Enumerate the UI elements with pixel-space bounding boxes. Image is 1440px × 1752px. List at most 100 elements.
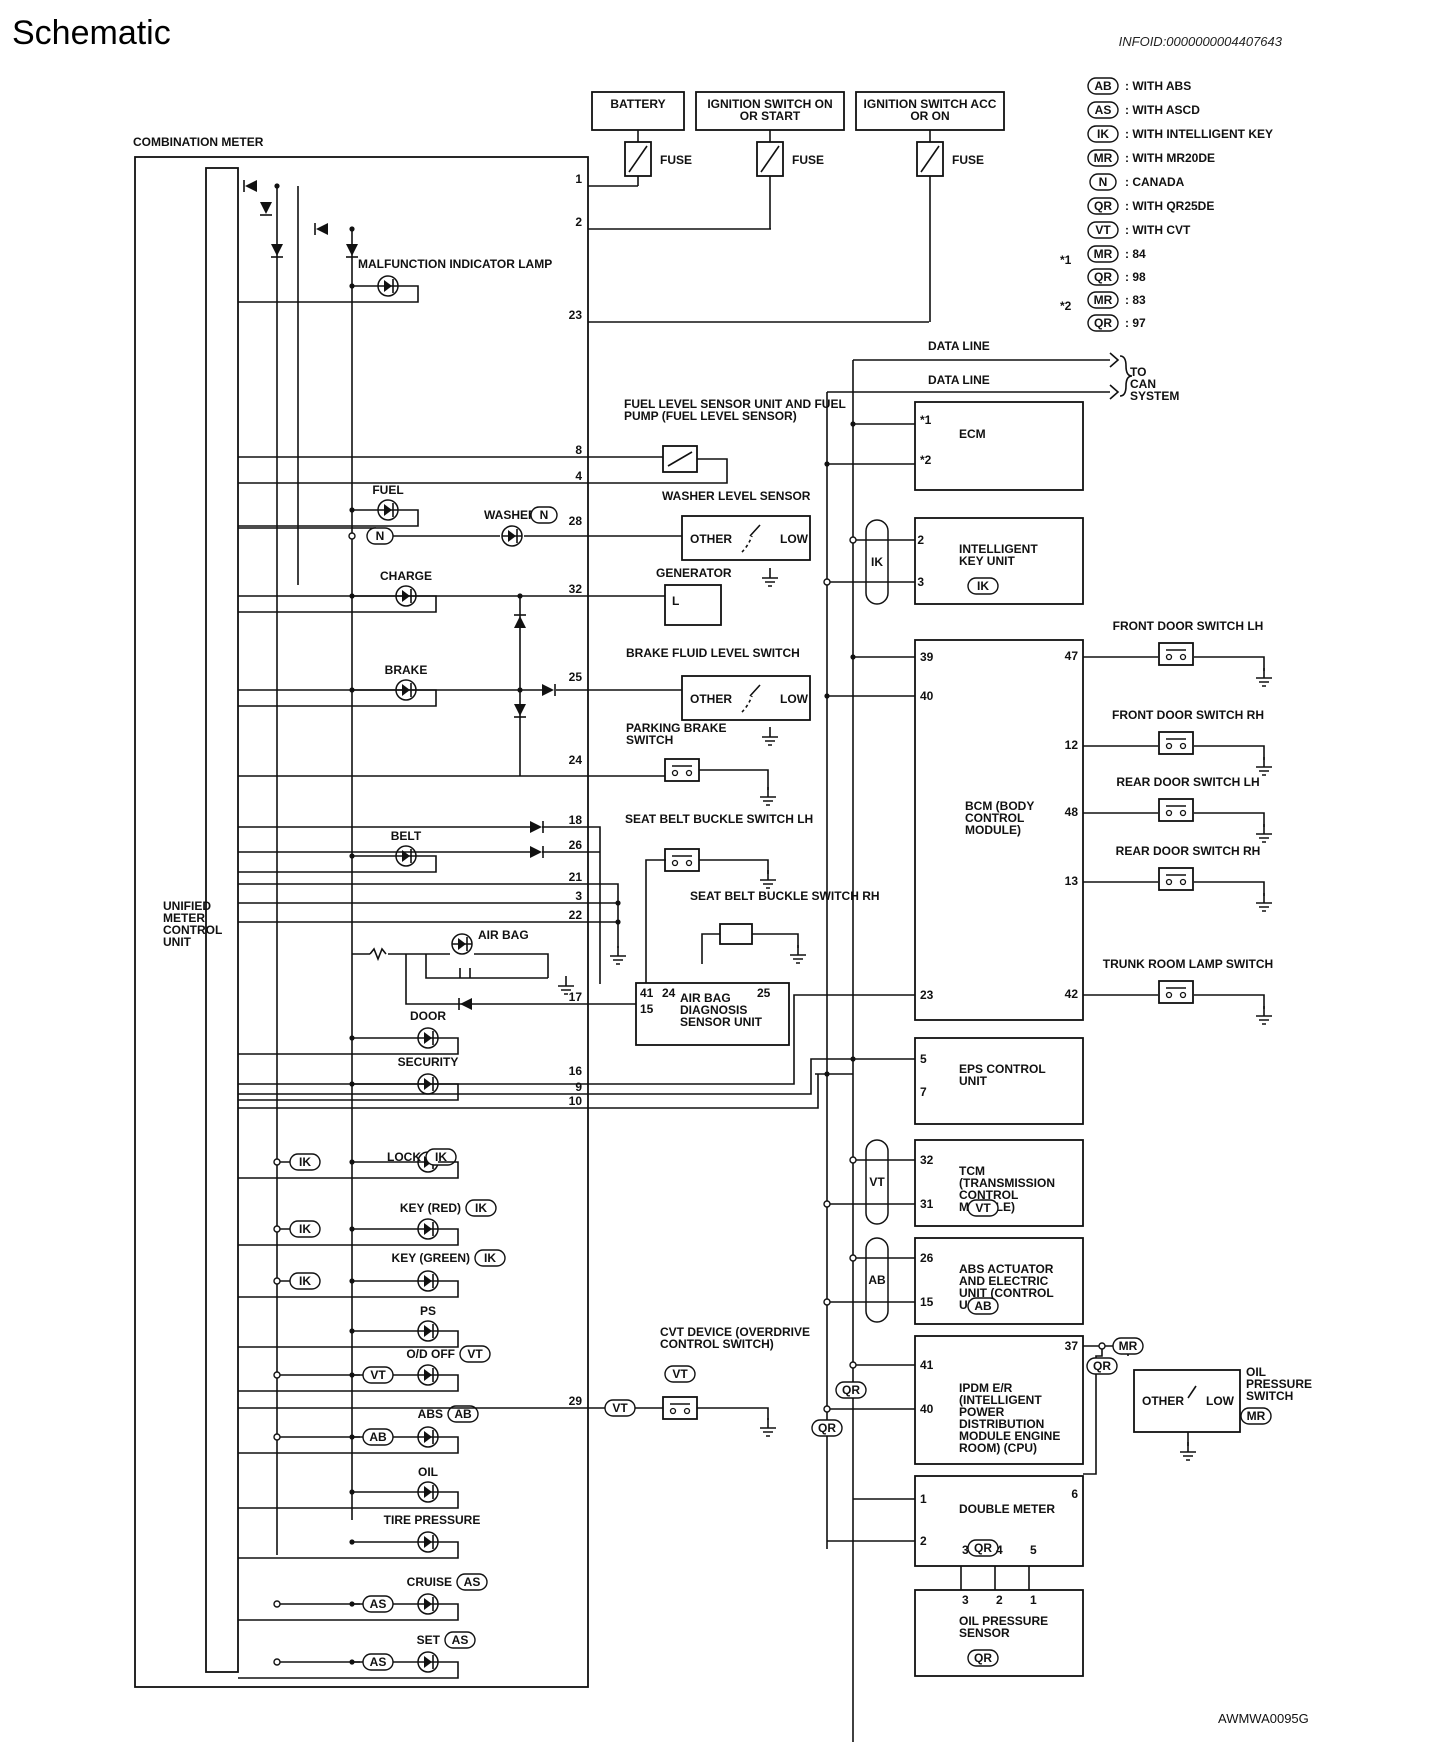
abs-wire [827,1257,915,1303]
airbag-pin: 24 [662,986,676,1000]
washer-lamp-code [530,506,558,524]
meter-pin-22: 22 [569,908,583,922]
option-code-text: IK [475,1201,487,1215]
seat-belt-rh-wire [701,933,799,964]
double-meter-pin: 5 [1030,1543,1037,1557]
abs-actuator-label: UNIT (CONTROL [959,1286,1054,1300]
oil-pressure-switch [1133,1369,1241,1433]
fuel-level-sensor-label: FUEL LEVEL SENSOR UNIT AND FUEL [624,397,846,411]
airbag-pin: 25 [757,986,771,1000]
legend-code-VT [1087,221,1119,239]
open-junction [849,1254,857,1262]
junction-dot [615,919,621,925]
parking-brake-switch-contact [685,769,693,777]
oil-switch-label: PRESSURE [1246,1377,1312,1391]
cruise-lamp-label: CRUISE [407,1575,452,1589]
malfunction-lamp-label: MALFUNCTION INDICATOR LAMP [358,257,552,271]
rear-door-rh-switch-contact [1165,878,1173,886]
front-door-lh-switch [1158,642,1194,666]
option-code-text: N [1099,175,1108,189]
oil-switch-lever [1187,1385,1197,1399]
ik-wire [827,539,915,583]
legend-text: : WITH CVT [1125,223,1191,237]
footnote-mark: *2 [1060,299,1072,313]
meter-pin-25: 25 [569,670,583,684]
open-junction [849,536,857,544]
meter-pin-23: 23 [569,308,583,322]
option-code-text: AS [464,1575,481,1589]
meter-pin-32: 32 [569,582,583,596]
door-switch-wire [1083,994,1265,1009]
double-meter-pin: 3 [962,1543,969,1557]
junction-dot [824,693,830,699]
junction-dot [349,1328,355,1334]
can-data-lines [827,359,1110,393]
rear-door-rh-label: REAR DOOR SWITCH RH [1116,844,1261,858]
door-lamp-label: DOOR [410,1009,446,1023]
qr-code [835,1381,867,1399]
option-code-text: AB [974,1299,992,1313]
brake-lamp-label: BRAKE [385,663,428,677]
oil-sensor-pin: 3 [962,1593,969,1607]
option-code-text: QR [1094,199,1112,213]
oil-switch-label: OIL [1246,1365,1266,1379]
eps-label: UNIT [959,1074,988,1088]
meter-pin-29: 29 [569,1394,583,1408]
open-junction [273,1600,281,1608]
legend-text: : WITH MR20DE [1125,151,1215,165]
can-system-label: TO [1130,365,1146,379]
fuse-label: FUSE [792,153,824,167]
junction-dot [349,507,355,513]
tcm-label: CONTROL [959,1188,1018,1202]
option-code-text: IK [299,1155,311,1169]
rear-door-lh-switch-contact [1165,809,1173,817]
airbag-unit-label: SENSOR UNIT [680,1015,763,1029]
bcm-pin: 13 [1065,874,1079,888]
data-line-label: DATA LINE [928,339,990,353]
option-code-text: QR [842,1383,860,1397]
legend-text: : WITH QR25DE [1125,199,1214,213]
ecm-pin: *1 [920,413,932,427]
legend-text: : WITH INTELLIGENT KEY [1125,127,1273,141]
airbag-wire [352,953,636,1005]
seat-belt-buckle-switch-lh-contact [671,859,679,867]
option-code-text: QR [1094,316,1112,330]
bcm-pin: 47 [1065,649,1079,663]
fuel-sensor-resistor [667,451,693,467]
legend-code-IK [1087,125,1119,143]
washer-lamp-label: WASHER [484,508,537,522]
rear-door-lh-switch-contact [1179,809,1187,817]
brake-fluid-level-switch-lever [749,684,761,697]
can-brace [1119,355,1133,397]
eps-module [914,1037,1084,1125]
abs-actuator-code [967,1297,999,1315]
bcm-pin: 42 [1065,987,1079,1001]
open-junction [273,1658,281,1666]
meter-pin-17: 17 [569,990,583,1004]
intelligent-key-module [914,517,1084,605]
front-door-rh-switch-contact [1179,742,1187,750]
oil-switch-ground [1180,1442,1196,1461]
bcm-label: BCM (BODY [965,799,1034,813]
tcm-label: TCM [959,1164,985,1178]
trunk-room-lamp-switch [1158,980,1194,1004]
cvt-device-label: CONTROL SWITCH) [660,1337,774,1351]
open-junction [273,1433,281,1441]
oil-lamp-diode [424,1486,432,1498]
ps-lamp-diode [424,1325,432,1337]
key-red-lamp-label: KEY (RED) [400,1201,461,1215]
door-ground [1256,824,1272,843]
can-system-label: CAN [1130,377,1156,391]
door-ground [1256,893,1272,912]
fuse-battery-element [628,145,648,173]
eps-pin: 5 [920,1052,927,1066]
cvt-device-code [664,1365,696,1383]
mr-code [1112,1337,1144,1355]
washer-level-sensor-label: WASHER LEVEL SENSOR [662,489,811,503]
front-door-rh-switch-contact [1165,742,1173,750]
lock-lamp-wire [238,1161,459,1179]
tcm-label: (TRANSMISSION [959,1176,1055,1190]
seat-belt-lh-label: SEAT BELT BUCKLE SWITCH LH [625,812,813,826]
cvt-overdrive-switch-contact [669,1407,677,1415]
power-source-label: OR ON [910,109,949,123]
